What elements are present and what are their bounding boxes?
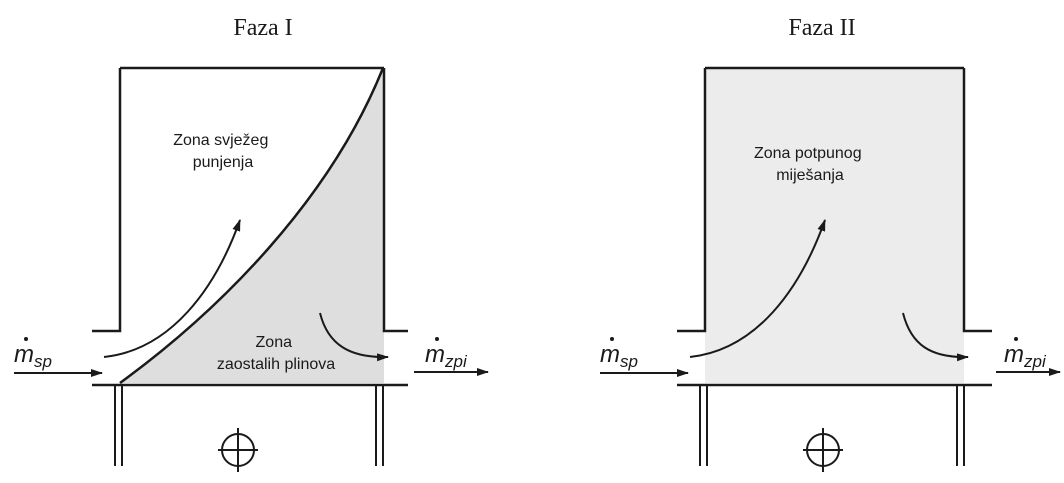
outflow-symbol: m (425, 341, 445, 368)
cylinder-wall-left (92, 68, 122, 333)
zone-label-complete-mixing-line-1: Zona potpunog (754, 145, 862, 162)
outflow-subscript: zpi (1023, 352, 1047, 371)
flow-rate-dot (24, 337, 28, 341)
panel-title-phase-2: Faza II (788, 15, 855, 41)
zone-label-complete-mixing-line-2: miješanja (776, 167, 844, 184)
residual-gas-zone (120, 68, 384, 383)
zone-label-residual-gas: Zona zaostalih plinova (217, 334, 335, 373)
svg-text:msp: msp (14, 341, 52, 371)
zone-label-fresh-charge-line-2: punjenja (193, 154, 254, 171)
zone-label-fresh-charge: Zona svježeg punjenja (173, 132, 273, 171)
svg-text:mzpi: mzpi (1004, 341, 1047, 371)
svg-text:msp: msp (600, 341, 638, 371)
zone-label-fresh-charge-line-1: Zona svježeg (173, 132, 268, 149)
piston-pin-icon (218, 428, 258, 472)
zone-label-complete-mixing: Zona potpunog miješanja (754, 145, 866, 184)
inflow-subscript: sp (620, 352, 638, 371)
flow-rate-dot (435, 337, 439, 341)
cylinder-wall-left (677, 68, 707, 333)
svg-text:mzpi: mzpi (425, 341, 468, 371)
flow-rate-dot (1014, 337, 1018, 341)
outflow-symbol: m (1004, 341, 1024, 368)
inflow-label-phase-1: msp (14, 337, 52, 371)
panel-phase-1: Faza I msp (14, 15, 489, 472)
zone-label-residual-gas-line-1: Zona (256, 334, 293, 351)
outflow-curve-arrow (902, 312, 969, 362)
inflow-label-phase-2: msp (600, 337, 638, 371)
inflow-curve-arrow (103, 219, 241, 358)
piston-pin-icon (803, 428, 843, 472)
outflow-label-phase-2: mzpi (1004, 337, 1047, 371)
cylinder-wall-right (382, 68, 408, 333)
outflow-subscript: zpi (444, 352, 468, 371)
outflow-label-phase-1: mzpi (425, 337, 468, 371)
panel-title-phase-1: Faza I (233, 15, 292, 41)
complete-mixing-zone (705, 69, 964, 383)
zone-label-residual-gas-line-2: zaostalih plinova (217, 356, 335, 373)
inflow-symbol: m (600, 341, 620, 368)
panel-phase-2: Faza II msp (600, 15, 1061, 472)
flow-rate-dot (610, 337, 614, 341)
cylinder-wall-right (962, 68, 992, 333)
zone-boundary-curve (119, 67, 385, 385)
inflow-symbol: m (14, 341, 34, 368)
outflow-curve-arrow (319, 312, 389, 362)
inflow-curve-arrow (689, 219, 826, 358)
inflow-subscript: sp (34, 352, 52, 371)
